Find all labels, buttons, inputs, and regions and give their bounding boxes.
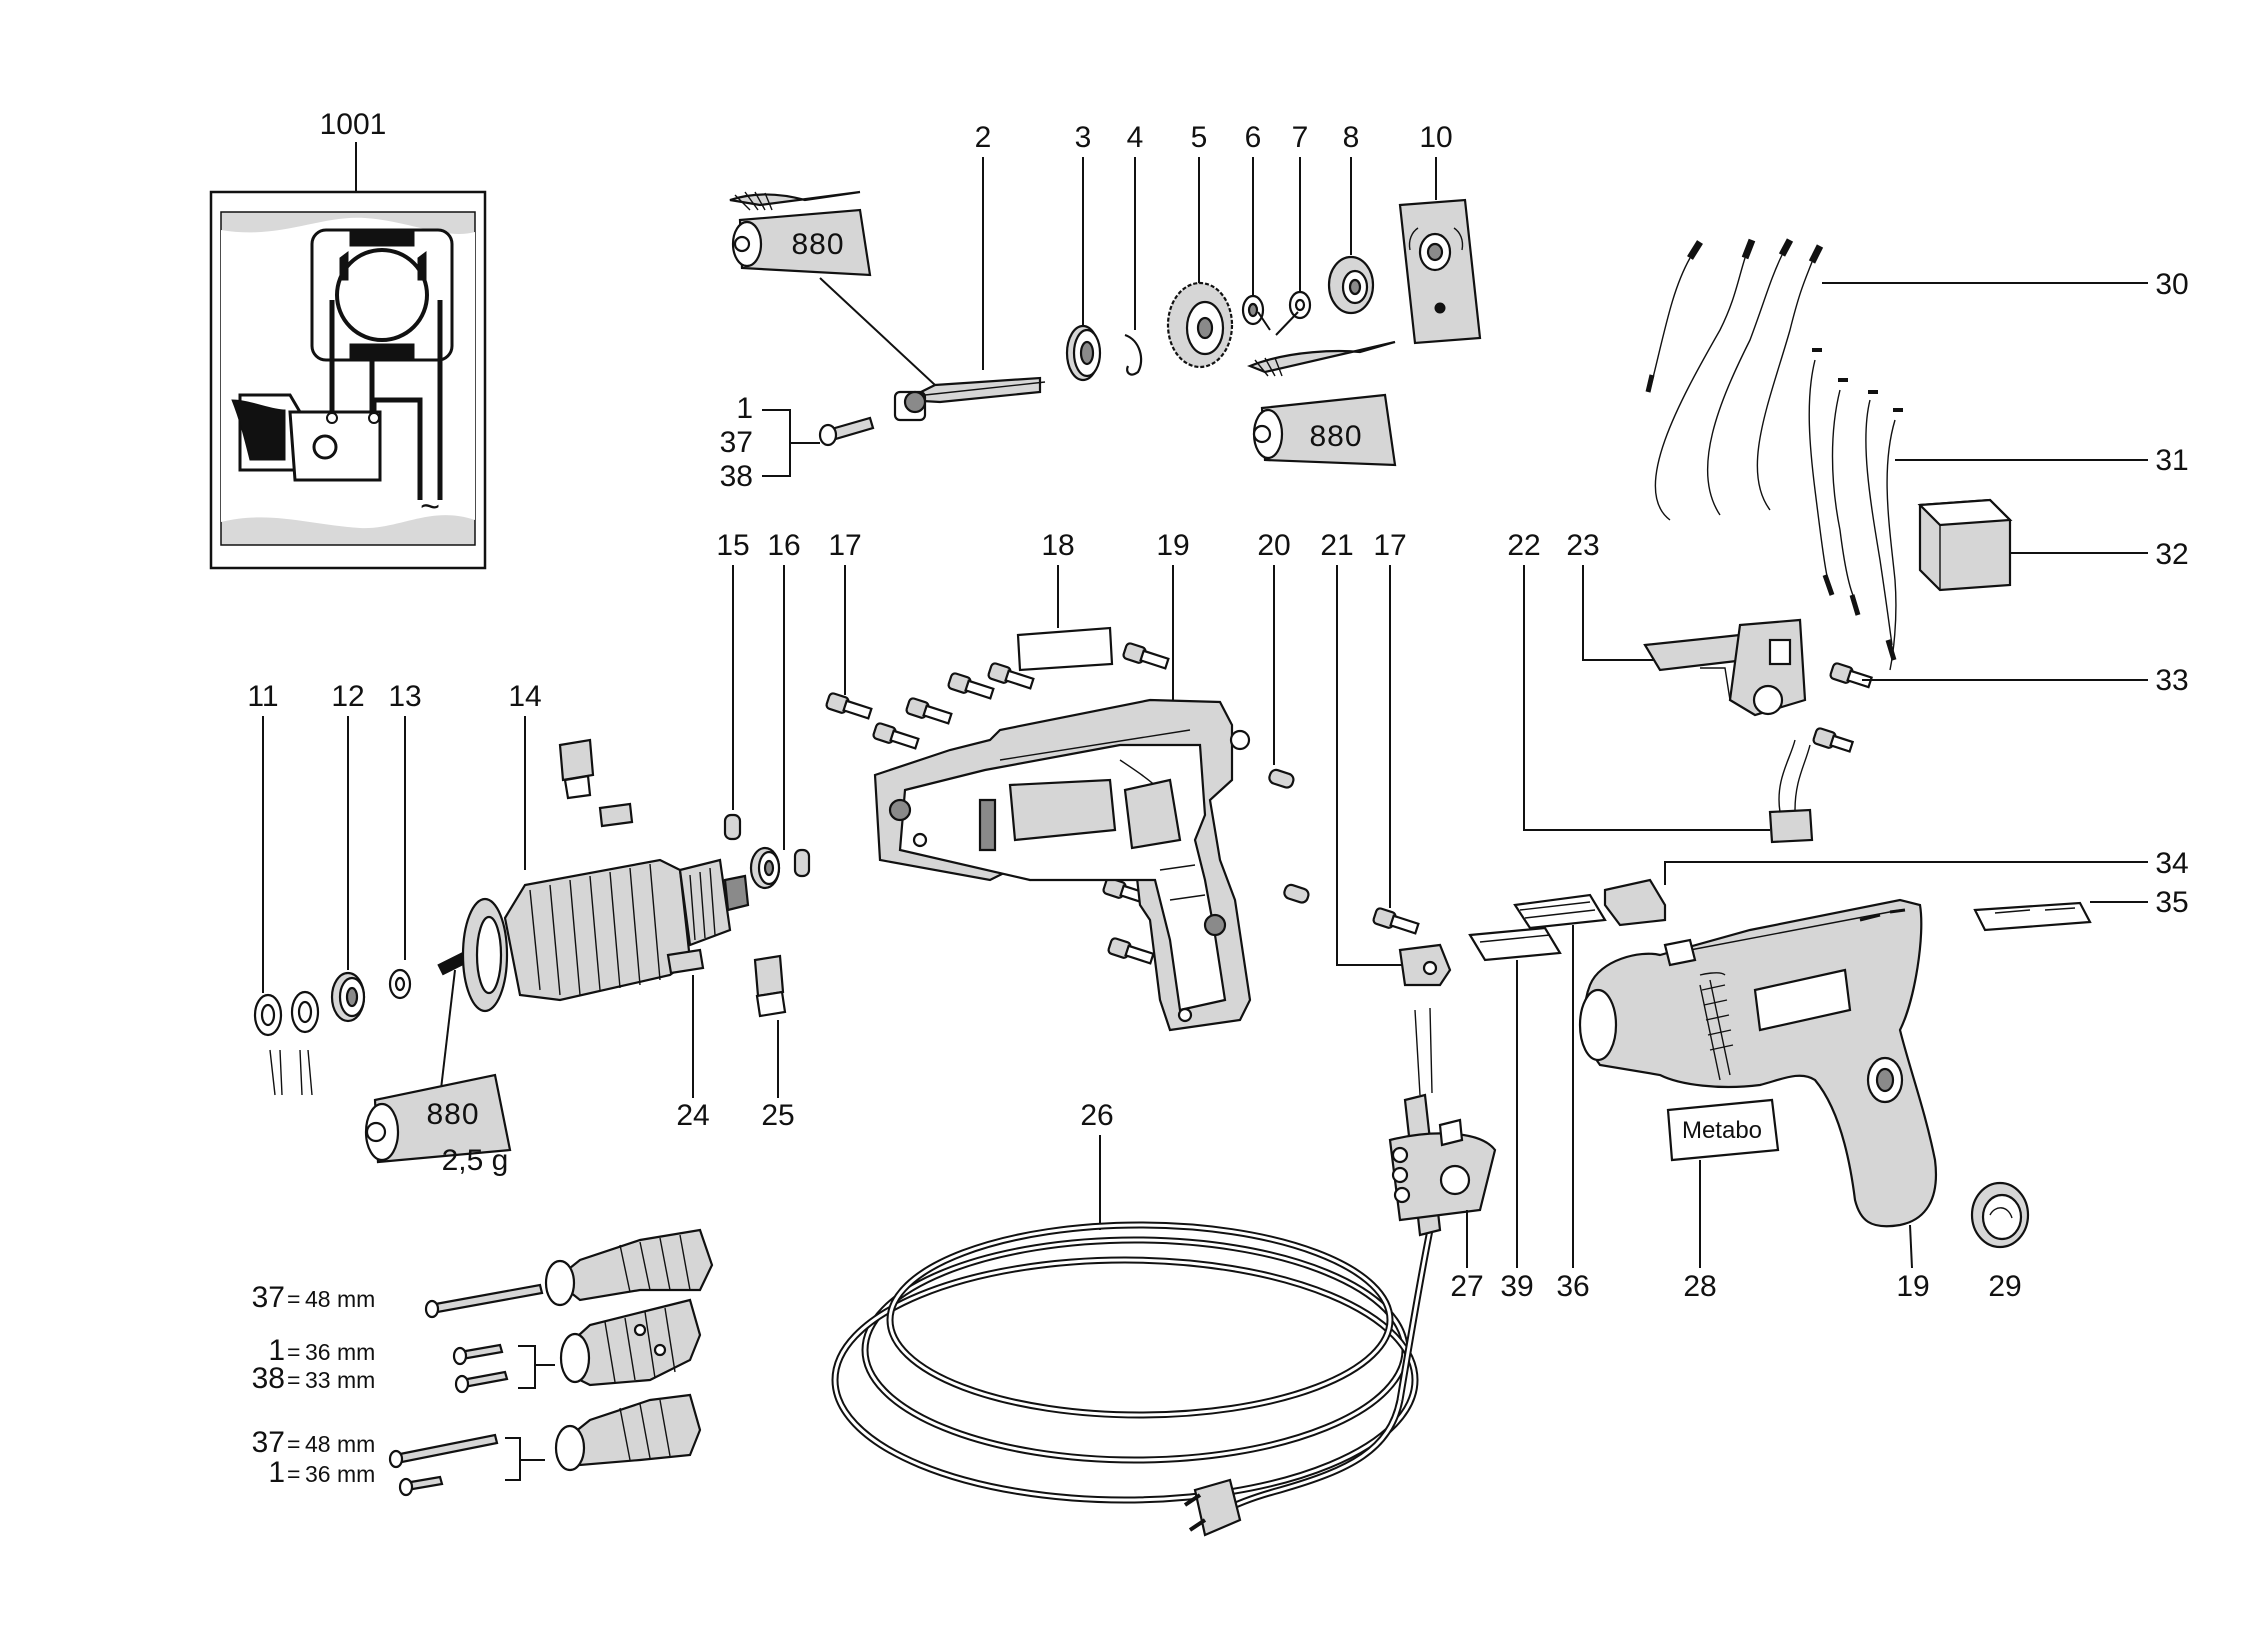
clamp-21 [1398, 943, 1452, 987]
label-16: 16 [767, 529, 800, 562]
label-5: 5 [1191, 121, 1208, 154]
chuck-option-2-length: 36 mm [305, 1339, 375, 1365]
switch-23 [1643, 618, 1807, 717]
chuck-option-1-part: 37 [252, 1281, 285, 1314]
label-37: 37 [720, 426, 753, 459]
chuck-option-3-eq: = [287, 1367, 300, 1393]
brand-plate-text: Metabo [1682, 1117, 1762, 1144]
label-plates: 34 35 39 36 [1468, 847, 2189, 1303]
chuck-option-2-eq: = [287, 1339, 300, 1365]
label-23: 23 [1566, 529, 1599, 562]
label-12: 12 [331, 680, 364, 713]
label-21: 21 [1320, 529, 1353, 562]
grease-amount: 2,5 g [442, 1144, 509, 1177]
chuck-options: 37 = 48 mm 1 = 36 mm 38 = 33 mm 37 = 48 … [252, 1228, 714, 1497]
chuck-option-2-part: 1 [268, 1334, 285, 1367]
tube-label-bottom: 880 [426, 1098, 479, 1131]
top-labels: 2 3 4 5 6 7 8 10 [975, 121, 1453, 370]
bracket-plate-10 [1398, 198, 1482, 345]
housing-half-19 [873, 698, 1252, 1032]
power-cord-26: 26 27 [831, 1007, 1497, 1537]
ac-symbol: ~ [420, 488, 440, 526]
label-15: 15 [716, 529, 749, 562]
housing-screws [825, 642, 1873, 965]
label-6: 6 [1245, 121, 1262, 154]
label-13: 13 [388, 680, 421, 713]
chuck-option-3-part: 38 [252, 1362, 285, 1395]
label-4: 4 [1127, 121, 1144, 154]
grease-tube-880-bottom: 880 2,5 g [364, 1073, 512, 1177]
label-39: 39 [1500, 1270, 1533, 1303]
badge-29: 29 [1970, 1181, 2030, 1303]
carbon-brush-22 [1768, 739, 1814, 844]
tube-label-top-right: 880 [1309, 420, 1362, 453]
label-10: 10 [1419, 121, 1452, 154]
label-1001: 1001 [320, 108, 387, 141]
label-29: 29 [1988, 1270, 2021, 1303]
label-24: 24 [676, 1099, 709, 1132]
label-plate-18 [1016, 626, 1114, 672]
label-30: 30 [2155, 268, 2188, 301]
label-3: 3 [1075, 121, 1092, 154]
pin-15-bearing-16 [723, 813, 811, 890]
armature-labels: 11 12 13 14 [247, 680, 542, 993]
pins-20 [1268, 768, 1310, 904]
armature-washers-bearing [253, 968, 412, 1096]
label-34: 34 [2155, 847, 2188, 880]
chuck-option-1-length: 48 mm [305, 1286, 375, 1312]
label-8: 8 [1343, 121, 1360, 154]
chuck-option-3-length: 33 mm [305, 1367, 375, 1393]
label-38: 38 [720, 460, 753, 493]
label-27: 27 [1450, 1270, 1483, 1303]
chuck-option-4-part: 37 [252, 1426, 285, 1459]
label-19-top: 19 [1156, 529, 1189, 562]
label-20: 20 [1257, 529, 1290, 562]
middle-labels: 15 16 17 18 19 20 21 17 22 23 [716, 529, 1770, 966]
label-32: 32 [2155, 538, 2188, 571]
label-19-bottom: 19 [1896, 1270, 1929, 1303]
tube-label-top-left: 880 [791, 228, 844, 261]
brand-plate-28: Metabo 28 [1666, 1098, 1780, 1303]
grease-tube-880-top-left: 880 [729, 190, 936, 386]
chuck-option-4-length: 48 mm [305, 1431, 375, 1457]
label-11: 11 [247, 680, 278, 713]
chuck-option-4-eq: = [287, 1431, 300, 1457]
label-1: 1 [736, 392, 753, 425]
cable-sets: 30 31 32 [1645, 238, 2189, 671]
grease-tube-880-top-right: 880 [1247, 311, 1397, 467]
armature-14 [434, 858, 750, 1141]
chuck-option-5-length: 36 mm [305, 1461, 375, 1487]
chuck-option-1-eq: = [287, 1286, 300, 1312]
label-7: 7 [1292, 121, 1309, 154]
label-14: 14 [508, 680, 541, 713]
label-36: 36 [1556, 1270, 1589, 1303]
label-22: 22 [1507, 529, 1540, 562]
label-25: 25 [761, 1099, 794, 1132]
label-18: 18 [1041, 529, 1074, 562]
gear-train-parts [1065, 255, 1375, 382]
wiring-schematic-1001: 1001 ~ [209, 108, 487, 570]
brush-holders [558, 738, 787, 1018]
label-28: 28 [1683, 1270, 1716, 1303]
assembled-drill-19: 19 [1578, 898, 1938, 1303]
label-2: 2 [975, 121, 992, 154]
label-31: 31 [2155, 444, 2188, 477]
label-26: 26 [1080, 1099, 1113, 1132]
chuck-option-5-eq: = [287, 1461, 300, 1487]
chuck-option-5-part: 1 [268, 1456, 285, 1489]
label-17-right: 17 [1373, 529, 1406, 562]
spindle-assembly: 1 37 38 [720, 376, 1046, 493]
label-35: 35 [2155, 886, 2188, 919]
label-33: 33 [2155, 664, 2188, 697]
label-17-left: 17 [828, 529, 861, 562]
